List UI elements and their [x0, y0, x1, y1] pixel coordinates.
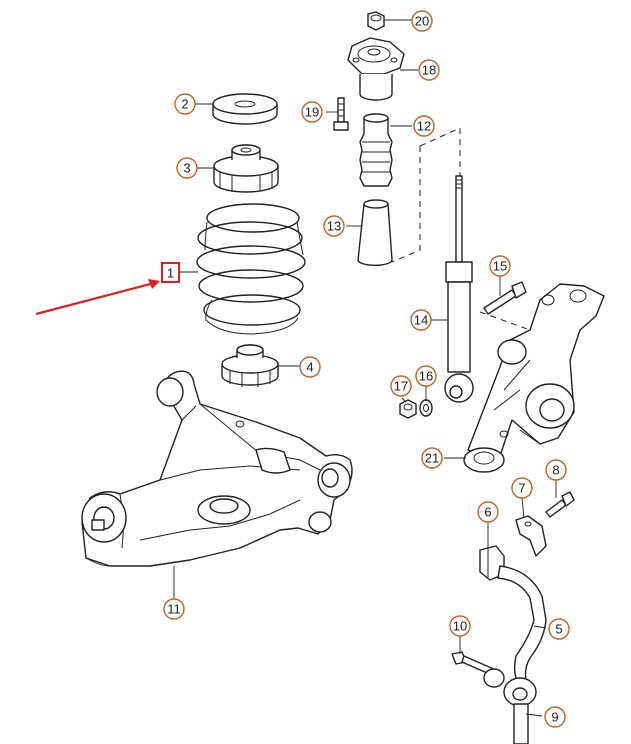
svg-text:5: 5	[555, 622, 562, 637]
reference-line	[419, 127, 461, 176]
part-21-wheel-carrier	[463, 283, 605, 473]
part-8-bolt	[545, 491, 575, 518]
callout-21: 21	[421, 447, 443, 469]
part-20-nut	[367, 11, 385, 31]
part-5-stabilizer-bar	[497, 565, 547, 687]
highlight-arrow	[35, 279, 160, 316]
callout-17: 17	[390, 375, 412, 397]
part-18-top-mount	[347, 37, 405, 101]
part-2-washer	[212, 93, 278, 125]
svg-text:18: 18	[422, 63, 436, 78]
svg-text:12: 12	[417, 119, 431, 134]
part-1-coil-spring	[196, 203, 306, 335]
part-13-dust-boot	[357, 199, 393, 267]
svg-text:8: 8	[552, 463, 559, 478]
callout-16: 16	[415, 365, 437, 387]
svg-text:16: 16	[419, 369, 433, 384]
callout-18: 18	[418, 59, 440, 81]
svg-text:11: 11	[167, 602, 181, 617]
callout-11: 11	[163, 598, 185, 620]
part-17-nut	[399, 399, 417, 419]
reference-line	[479, 311, 531, 331]
part-15-bolt	[483, 281, 527, 315]
svg-text:19: 19	[305, 105, 319, 120]
part-16-washer	[419, 399, 433, 417]
svg-text:15: 15	[493, 259, 507, 274]
callout-7: 7	[511, 477, 533, 499]
callout-14: 14	[410, 309, 432, 331]
callouts: 2 3 4 11 20 18 19 12 13 15 14 17 16 21 8…	[163, 10, 570, 728]
part-12-bump-stop	[359, 113, 393, 187]
svg-text:21: 21	[425, 451, 439, 466]
svg-text:3: 3	[183, 161, 190, 176]
svg-text:13: 13	[327, 219, 341, 234]
callout-9: 9	[544, 706, 566, 728]
svg-text:2: 2	[181, 97, 188, 112]
part-3-upper-spring-seat	[213, 144, 279, 193]
svg-text:10: 10	[453, 619, 467, 634]
callout-4: 4	[299, 356, 321, 378]
callout-3: 3	[176, 157, 198, 179]
callout-19: 19	[301, 101, 323, 123]
svg-text:9: 9	[551, 710, 558, 725]
callout-13: 13	[323, 215, 345, 237]
part-4-lower-spring-seat	[221, 344, 279, 387]
svg-text:7: 7	[518, 481, 525, 496]
callout-5: 5	[548, 618, 570, 640]
callout-20: 20	[411, 10, 433, 32]
callout-10: 10	[449, 615, 471, 637]
svg-text:20: 20	[415, 14, 429, 29]
part-14-shock-absorber	[444, 175, 474, 403]
part-11-lower-control-arm	[81, 370, 353, 567]
callout-2: 2	[174, 93, 196, 115]
svg-text:6: 6	[484, 505, 491, 520]
callout-1-highlighted: 1	[161, 262, 180, 283]
part-7-clamp	[515, 515, 547, 557]
svg-text:4: 4	[306, 360, 313, 375]
reference-line	[391, 146, 421, 263]
callout-12: 12	[413, 115, 435, 137]
callout-8: 8	[545, 459, 567, 481]
callout-6: 6	[477, 501, 499, 523]
part-19-bolt	[333, 97, 349, 131]
svg-text:14: 14	[414, 313, 428, 328]
svg-text:17: 17	[394, 379, 408, 394]
part-9-coupling-rod	[483, 668, 537, 744]
callout-15: 15	[489, 255, 511, 277]
svg-text:1: 1	[167, 266, 174, 281]
